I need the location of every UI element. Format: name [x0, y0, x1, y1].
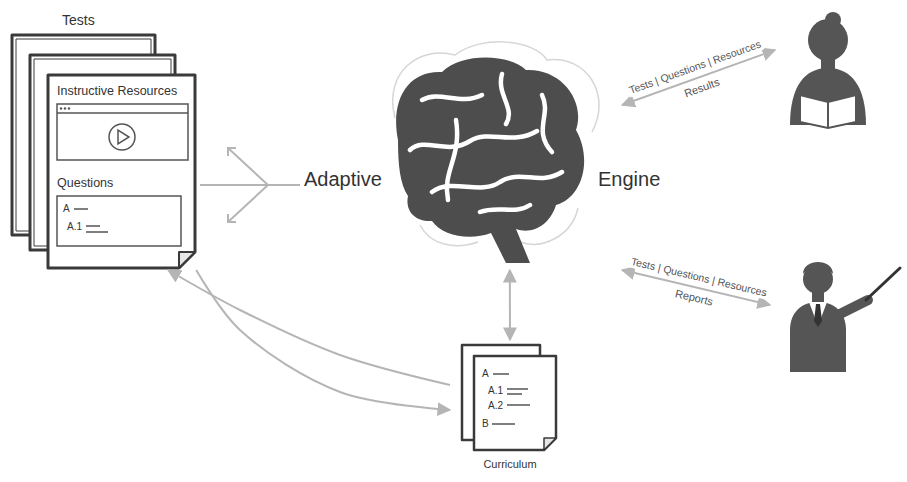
- node-text: A.2: [488, 400, 503, 412]
- node-text: Questions: [57, 176, 113, 190]
- teacher-figure: [803, 262, 833, 274]
- video-frame: [64, 107, 66, 109]
- flow-arrow: [196, 270, 450, 410]
- flow-note: Results: [681, 75, 724, 101]
- curriculum-lines: [507, 393, 522, 395]
- teacher-node: [770, 250, 904, 372]
- teacher-figure: [790, 262, 900, 372]
- brain: [501, 74, 509, 124]
- brain: [422, 95, 482, 100]
- curriculum-pages: [544, 438, 556, 450]
- node-text: Tests: [62, 12, 95, 28]
- brain: [447, 120, 457, 200]
- resource-panel: Instructive Resources: [55, 82, 190, 162]
- fork-lines: [228, 185, 268, 222]
- curriculum-pages: [462, 345, 556, 450]
- node-text: Instructive Resources: [57, 84, 177, 98]
- question-panel: QuestionsA A.1: [55, 174, 183, 248]
- brain: [396, 58, 584, 264]
- fork-lines: [228, 148, 268, 185]
- student-figure: [800, 95, 856, 128]
- question-box: [74, 208, 88, 210]
- edge-label: Tests | Questions | Resources: [628, 254, 770, 299]
- question-box: [57, 196, 181, 246]
- teacher-figure: [814, 304, 822, 327]
- video-frame: [109, 124, 135, 150]
- student-figure: [827, 102, 829, 128]
- curriculum-pages: [474, 356, 556, 450]
- student-figure: [821, 52, 835, 70]
- brain: [396, 58, 584, 264]
- node-text: Curriculum: [483, 458, 536, 471]
- flow-arrow: [168, 270, 450, 385]
- node-text: Engine: [598, 168, 660, 191]
- brain: [480, 205, 530, 212]
- teacher-figure: [812, 290, 824, 304]
- teacher-figure: [809, 302, 827, 326]
- brain: [410, 131, 537, 150]
- curriculum-lines: [492, 423, 515, 425]
- video-frame: [57, 104, 188, 160]
- brain: [410, 74, 562, 212]
- node-text: A: [63, 203, 70, 215]
- test-pages: [48, 75, 195, 268]
- edge-label: Tests | Questions | Resources: [625, 37, 764, 97]
- curriculum-lines: [507, 388, 528, 390]
- curriculum-lines: [507, 404, 530, 406]
- engine-node: Adaptive Engine: [300, 105, 690, 270]
- video-frame: [68, 107, 70, 109]
- node-text: A.1: [67, 221, 82, 233]
- video-frame: [118, 130, 129, 144]
- teacher-figure: [840, 300, 868, 314]
- flow-arrow: [622, 270, 770, 305]
- brain: [432, 172, 562, 192]
- video-frame: [60, 107, 62, 109]
- fork-lines: [228, 148, 236, 156]
- student-figure: [790, 12, 866, 128]
- node-text: Adaptive: [304, 168, 382, 191]
- question-box: [86, 225, 100, 227]
- flow-arrow: [509, 270, 511, 340]
- curriculum-lines: [493, 373, 509, 375]
- curriculum-node: A A.1A.2B Curriculum: [450, 340, 570, 478]
- question-box: [57, 196, 181, 246]
- test-pages: [12, 35, 195, 268]
- test-stack: TestsInstructive ResourcesQuestionsA A.1: [10, 8, 200, 270]
- fork-lines: [228, 214, 236, 222]
- flow-arrow: [622, 50, 775, 105]
- student-node: [775, 8, 885, 128]
- node-text: B: [482, 418, 489, 430]
- flow-note: Reports: [671, 287, 715, 310]
- brain: [542, 95, 552, 152]
- flow-arrow: [200, 184, 300, 186]
- node-text: A: [482, 368, 489, 380]
- node-text: A.1: [488, 385, 503, 397]
- teacher-figure: [866, 268, 900, 300]
- video-frame: [57, 104, 188, 160]
- video-frame: [57, 112, 188, 114]
- curriculum-lines: [492, 374, 530, 424]
- test-pages: [179, 252, 195, 268]
- question-box: [86, 231, 108, 233]
